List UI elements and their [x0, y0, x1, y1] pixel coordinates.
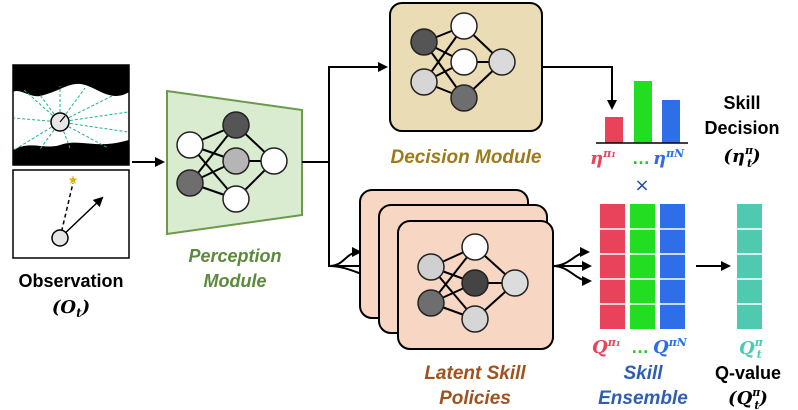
eta-bar-2 [634, 81, 652, 143]
q-dots: … [631, 337, 649, 357]
ensemble-label-line2: Ensemble [598, 388, 688, 409]
arrow-decision-bars [542, 66, 617, 110]
ensemble-label-line1: Skill [623, 363, 663, 384]
skill-decision-bars [596, 81, 688, 144]
eta-last-label: ηπN [653, 147, 685, 169]
eta-bar-1 [605, 117, 623, 143]
star-icon: ★ [68, 173, 79, 187]
skill-decision-line1: Skill [723, 93, 760, 113]
observation-symbol: (Ot) [52, 297, 90, 320]
decision-label: Decision Module [391, 147, 542, 168]
eta-first-label: ηπ₁ [590, 147, 616, 169]
ensemble-column-red [600, 204, 625, 329]
eta-bar-3 [662, 100, 680, 143]
latent-label-line2: Policies [439, 388, 511, 409]
qvalue-label-line1: Q-value [715, 363, 781, 383]
skill-ensemble-columns [600, 204, 685, 329]
arrows-latent-ensemble [552, 247, 592, 286]
neural-network-icon [176, 111, 288, 213]
latent-label-line1: Latent Skill [424, 363, 526, 384]
ensemble-column-blue [660, 204, 685, 329]
goal-vector-icon [12, 169, 130, 259]
skill-decision-line2: Decision [704, 118, 779, 138]
q-value-column [737, 204, 762, 329]
lidar-map-icon [12, 64, 130, 166]
eta-dots: … [632, 148, 650, 168]
observation-label: Observation [18, 271, 123, 291]
multiply-symbol: × [634, 175, 649, 196]
q-last-label: QπN [653, 336, 688, 358]
perception-label-line2: Module [204, 271, 267, 291]
neural-network-icon [417, 233, 529, 333]
ensemble-column-green [630, 204, 655, 329]
q-first-label: Qπ₁ [592, 336, 621, 358]
perception-label-line1: Perception [188, 246, 281, 266]
